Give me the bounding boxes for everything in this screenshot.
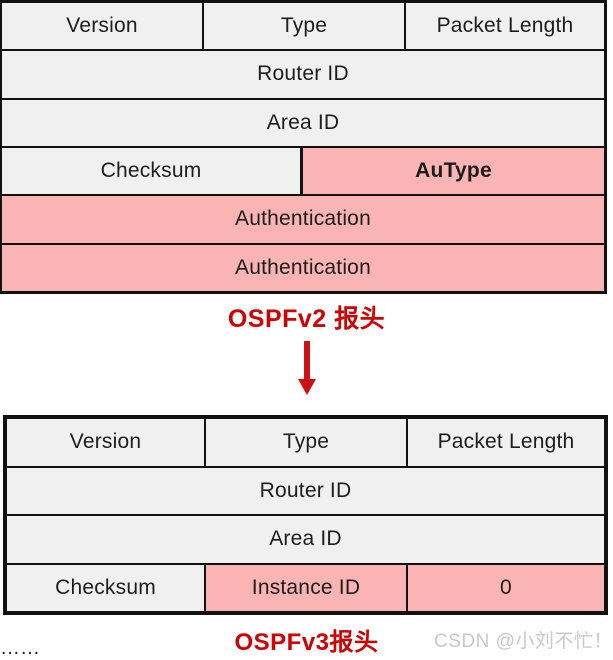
field-cell-checksum: Checksum [2,147,303,195]
field-cell-autype: AuType [303,147,604,195]
field-cell-authentication-2: Authentication [2,244,604,291]
field-cell-instance-id: Instance ID [206,564,408,611]
down-arrow-icon [298,341,316,395]
ospfv3-header-table: Version Type Packet Length Router ID Are… [3,415,608,615]
table-row: Checksum AuType [2,147,604,197]
table-row: Authentication [2,196,604,245]
field-cell-zero: 0 [408,564,604,611]
field-cell-type: Type [206,419,408,466]
field-cell-packet-length: Packet Length [408,419,604,466]
ospfv2-caption: OSPFv2 报头 [227,305,386,333]
cropped-bottom-text: …… [0,650,150,660]
field-cell-checksum: Checksum [7,564,206,611]
ospfv2-header-table: Version Type Packet Length Router ID Are… [0,0,607,294]
field-cell-version: Version [2,3,204,50]
cropped-bottom-text-label: …… [0,650,150,658]
field-cell-authentication-1: Authentication [2,196,604,243]
field-cell-router-id: Router ID [7,467,604,514]
field-cell-packet-length: Packet Length [406,3,604,50]
table-row: Router ID [2,51,604,100]
csdn-watermark: CSDN @小刘不忙！ [434,631,613,652]
table-row: Version Type Packet Length [2,3,604,52]
field-cell-type: Type [204,3,406,50]
table-row: Router ID [7,467,604,516]
field-cell-area-id: Area ID [2,99,604,146]
field-cell-area-id: Area ID [7,516,604,563]
table-row: Checksum Instance ID 0 [7,564,604,611]
table-row: Area ID [2,99,604,148]
field-cell-router-id: Router ID [2,51,604,98]
table-row: Authentication [2,244,604,291]
table-row: Area ID [7,516,604,565]
field-cell-version: Version [7,419,206,466]
ospfv3-caption: OSPFv3报头 [234,629,379,656]
table-row: Version Type Packet Length [7,419,604,468]
